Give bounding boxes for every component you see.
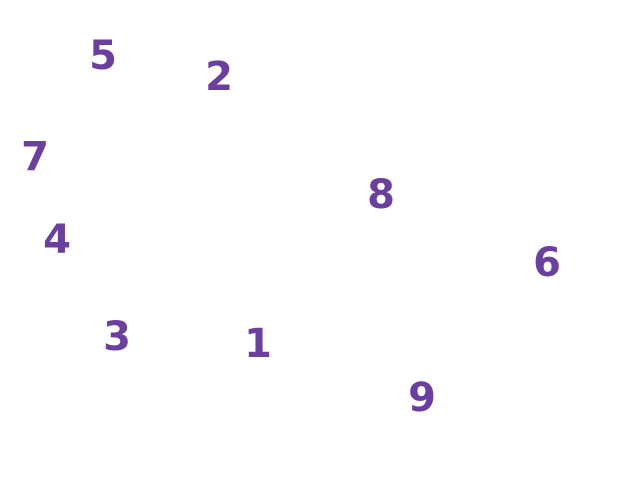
number-1: 1 [244, 321, 272, 367]
number-3: 3 [103, 314, 131, 360]
number-9: 9 [408, 375, 436, 421]
number-5: 5 [89, 33, 117, 79]
number-2: 2 [205, 54, 233, 100]
number-8: 8 [367, 172, 395, 218]
number-7: 7 [21, 134, 49, 180]
number-6: 6 [533, 240, 561, 286]
number-4: 4 [43, 217, 71, 263]
